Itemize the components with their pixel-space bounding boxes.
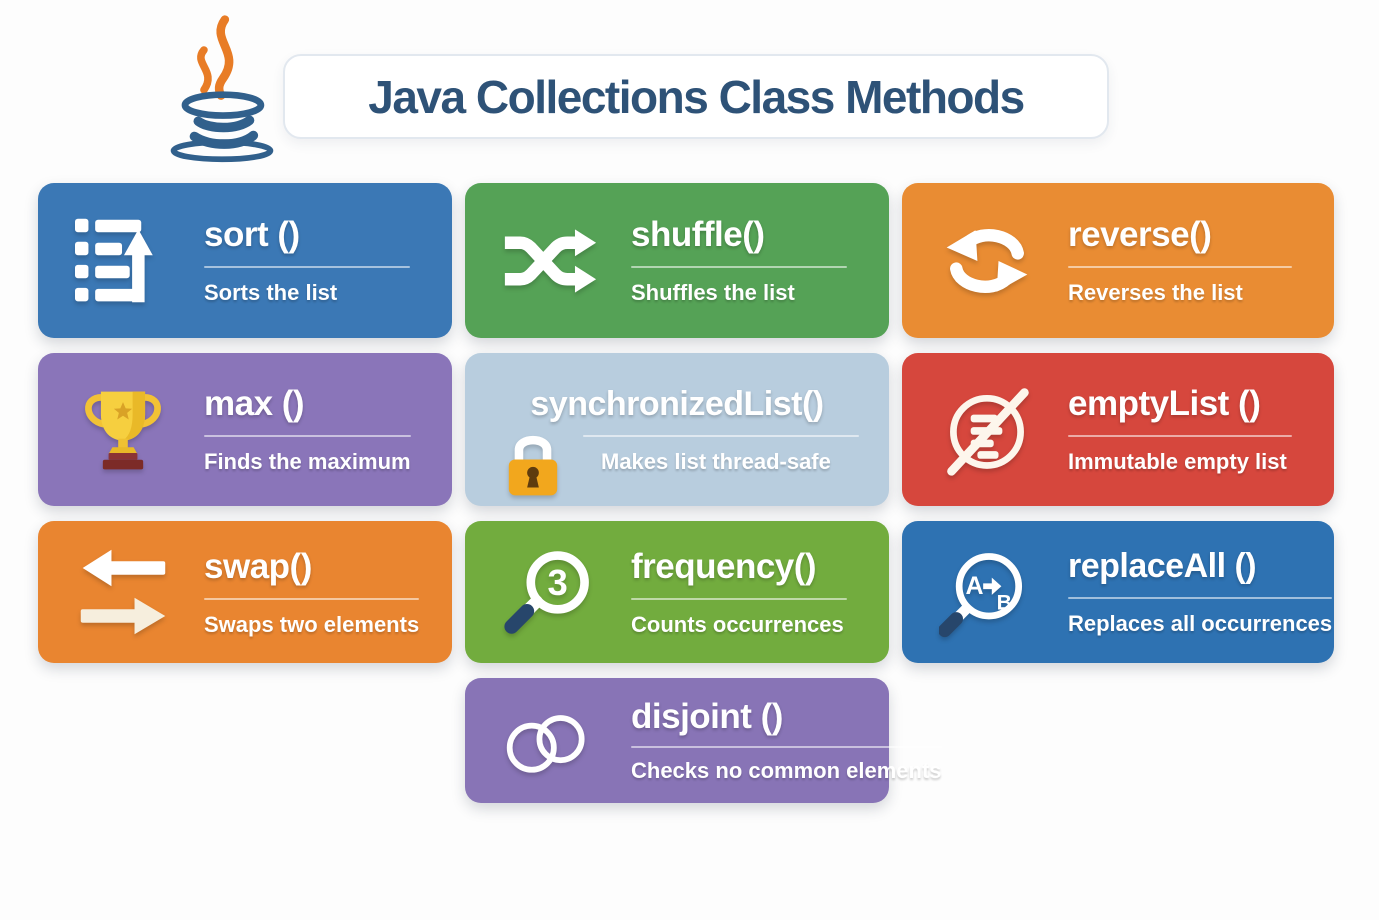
card-reverse: reverse() Reverses the list [902, 183, 1334, 338]
method-name: synchronizedList() [530, 384, 824, 423]
divider [204, 266, 410, 268]
divider [631, 266, 847, 268]
method-description: Counts occurrences [631, 611, 844, 637]
method-name: replaceAll () [1068, 547, 1257, 585]
card-synchronizedList: synchronizedList() Makes list thread-saf… [465, 353, 889, 506]
method-name: swap() [204, 546, 312, 586]
java-logo-icon [170, 15, 274, 163]
shuffle-arrows-icon [491, 213, 609, 309]
method-description: Sorts the list [204, 280, 338, 305]
padlock-icon [491, 422, 575, 500]
method-description: Checks no common elements [631, 758, 942, 783]
card-replaceAll: A B replaceAll () Replaces all occurrenc… [902, 521, 1334, 663]
method-name: emptyList () [1068, 384, 1261, 423]
card-max: max () Finds the maximum [38, 353, 452, 506]
trophy-icon [64, 382, 182, 478]
card-sort: sort () Sorts the list [38, 183, 452, 338]
method-name: reverse() [1068, 215, 1212, 254]
swap-arrows-icon [64, 544, 182, 640]
disjoint-circles-icon [491, 693, 609, 789]
card-disjoint: disjoint () Checks no common elements [465, 678, 942, 803]
cycle-arrows-icon [928, 213, 1046, 309]
method-name: disjoint () [631, 697, 783, 736]
page-title: Java Collections Class Methods [368, 70, 1025, 123]
method-name: shuffle() [631, 215, 765, 254]
method-description: Shuffles the list [631, 280, 795, 305]
method-description: Swaps two elements [204, 611, 420, 637]
divider [204, 435, 411, 437]
replace-to-letter: B [997, 591, 1012, 614]
method-name: max () [204, 384, 305, 423]
method-card-grid: sort () Sorts the list shuffle() [38, 183, 1335, 803]
magnifier-count-icon: 3 [491, 544, 609, 640]
method-description: Immutable empty list [1068, 449, 1287, 474]
divider [1068, 266, 1292, 268]
method-description: Finds the maximum [204, 449, 411, 474]
crossed-list-icon [928, 382, 1046, 478]
divider [631, 597, 847, 600]
method-description: Reverses the list [1068, 280, 1243, 305]
card-swap: swap() Swaps two elements [38, 521, 452, 663]
magnifier-count-number: 3 [548, 562, 568, 603]
title-box: Java Collections Class Methods [283, 54, 1109, 139]
divider [204, 597, 420, 600]
magnifier-replace-icon: A B [928, 544, 1046, 640]
method-description: Makes list thread-safe [601, 448, 831, 474]
divider [583, 434, 859, 437]
divider [1068, 435, 1292, 437]
divider [631, 746, 942, 748]
method-name: frequency() [631, 546, 817, 586]
method-name: sort () [204, 215, 300, 254]
divider [1068, 597, 1333, 599]
card-shuffle: shuffle() Shuffles the list [465, 183, 889, 338]
card-emptyList: emptyList () Immutable empty list [902, 353, 1334, 506]
sorted-list-up-arrow-icon [64, 213, 182, 309]
card-frequency: 3 frequency() Counts occurrences [465, 521, 889, 663]
method-description: Replaces all occurrences [1068, 611, 1333, 636]
replace-from-letter: A [966, 572, 984, 600]
